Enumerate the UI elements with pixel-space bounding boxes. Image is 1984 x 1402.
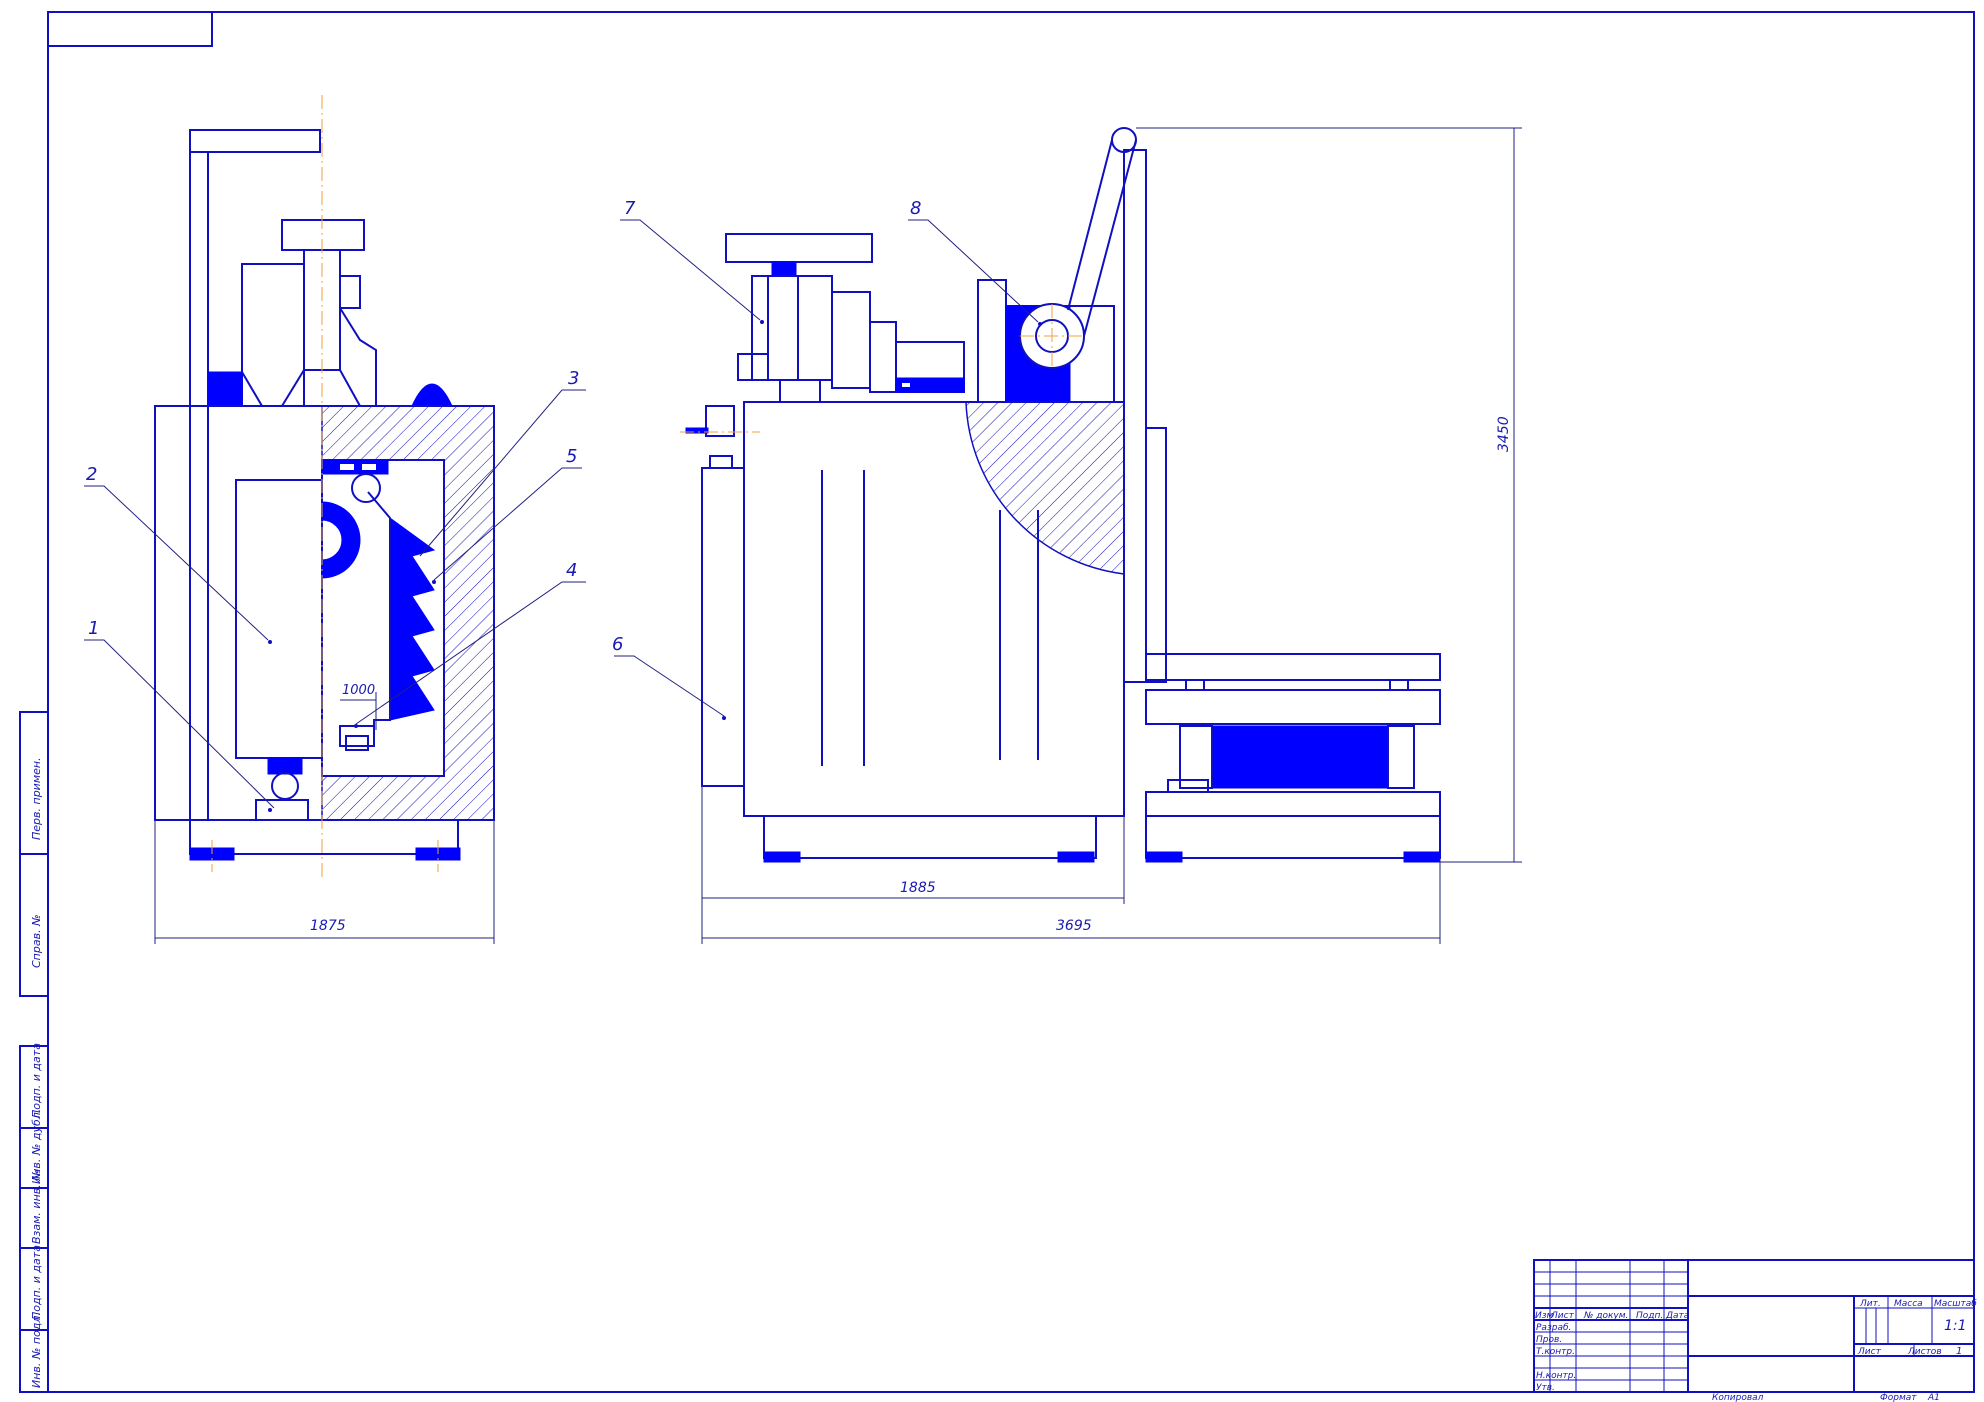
title-block-role: Утв. (1536, 1383, 1555, 1393)
dimension-inner: 1000 (342, 683, 375, 698)
title-block-sheets-value: 1 (1956, 1346, 1962, 1357)
part-label-6: 6 (612, 634, 623, 655)
stamp-cell-label: Инв. № дубл. (30, 1109, 43, 1184)
title-block-sheet-label: Лист (1857, 1347, 1882, 1357)
title-block-role: Пров. (1536, 1335, 1562, 1345)
title-block-mass-label: Масса (1894, 1299, 1923, 1309)
part-label-7: 7 (624, 198, 636, 219)
front-view (154, 95, 495, 880)
title-block-format-value: А1 (1927, 1393, 1940, 1402)
part-label-8: 8 (910, 198, 921, 219)
side-stamp: Перв. примен. Справ. № Подп. и дата Инв.… (19, 711, 49, 1393)
title-block-header: Лист (1550, 1311, 1575, 1321)
title-block (1533, 1259, 1975, 1393)
title-block-header: № докум. (1583, 1311, 1628, 1321)
dimension-lines (154, 127, 1522, 944)
part-label-4: 4 (566, 560, 577, 581)
stamp-cell-label: Инв. № подл. (30, 1312, 43, 1388)
part-label-5: 5 (566, 446, 577, 467)
title-block-lit-label: Лит. (1859, 1299, 1881, 1309)
part-label-3: 3 (568, 368, 579, 389)
title-block-role: Н.контр. (1536, 1371, 1576, 1381)
dimension-height: 3450 (1496, 416, 1512, 452)
title-block-scale-value: 1:1 (1944, 1318, 1967, 1334)
part-leader-dots (268, 320, 1042, 812)
dimension-front-width: 1875 (310, 918, 346, 934)
side-view (680, 127, 1441, 863)
stamp-cell-label: Справ. № (30, 914, 43, 968)
title-block-format-label: Формат (1880, 1393, 1917, 1402)
stamp-cell-label: Перв. примен. (30, 757, 43, 840)
title-block-header: Дата (1665, 1311, 1689, 1321)
title-block-role: Разраб. (1536, 1323, 1571, 1333)
part-leaders (84, 219, 1039, 809)
title-block-copied-label: Копировал (1712, 1393, 1764, 1402)
stamp-cell-label: Подп. и дата (30, 1245, 43, 1320)
title-block-role: Т.контр. (1536, 1347, 1575, 1357)
stamp-cell-label: Взам. инв. № (30, 1169, 43, 1244)
part-label-1: 1 (88, 618, 99, 639)
title-block-sheets-label: Листов (1907, 1347, 1942, 1357)
part-label-2: 2 (86, 464, 97, 485)
dimension-side-depth: 1885 (900, 880, 936, 896)
title-block-header: Подп. (1636, 1311, 1663, 1321)
dimension-overall-length: 3695 (1056, 918, 1092, 934)
sheet-frame (47, 11, 1975, 1393)
title-block-header: Изм (1535, 1311, 1554, 1321)
stamp-cell-label: Подп. и дата (30, 1043, 43, 1118)
title-block-scale-label: Масштаб (1934, 1299, 1977, 1309)
